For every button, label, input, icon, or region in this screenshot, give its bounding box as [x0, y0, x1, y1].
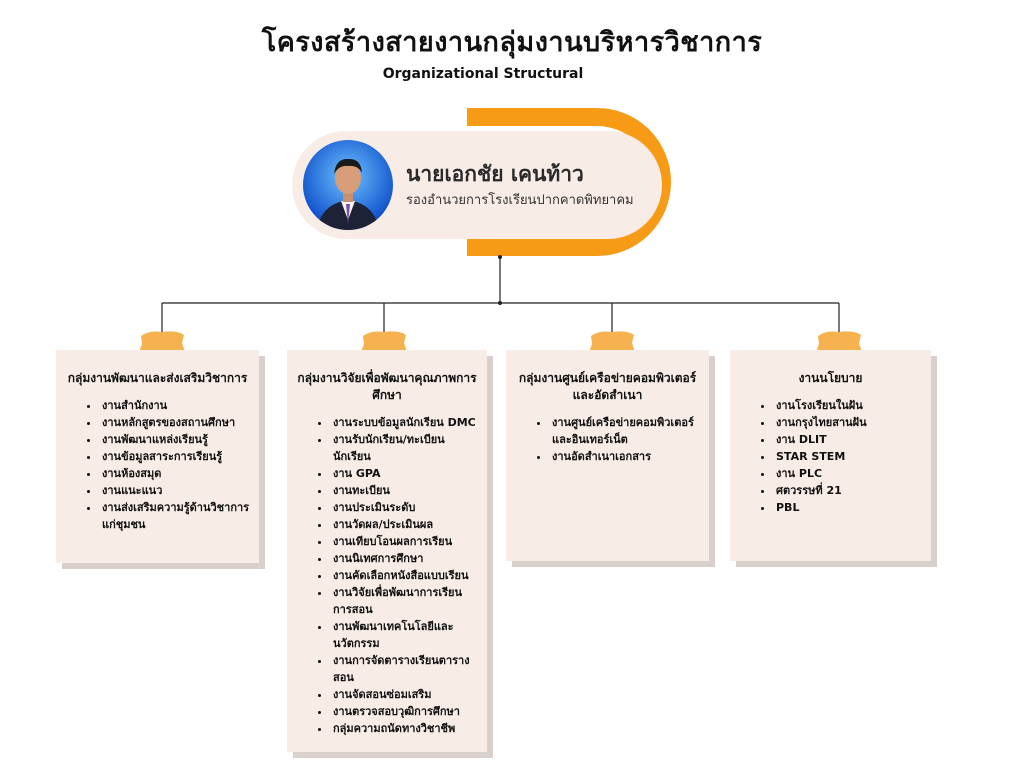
- group-title: กลุ่มงานวิจัยเพื่อพัฒนาคุณภาพการศึกษา: [297, 371, 477, 402]
- list-item: งานพัฒนาเทคโนโลยีและนวัตกรรม: [331, 618, 479, 652]
- group-tab-4: [816, 331, 862, 355]
- group-item-list: งานโรงเรียนในฝัน งานกรุงไทยสานฝัน งาน DL…: [738, 397, 923, 516]
- list-item: งานศูนย์เครือข่ายคอมพิวเตอร์และอินเทอร์เ…: [550, 414, 701, 448]
- group-item-list: งานสำนักงาน งานหลักสูตรของสถานศึกษา งานพ…: [64, 397, 251, 533]
- group-title: กลุ่มงานศูนย์เครือข่ายคอมพิวเตอร์และอัดส…: [518, 371, 697, 402]
- list-item: งานอัดสำเนาเอกสาร: [550, 448, 701, 465]
- list-item: งานการจัดตารางเรียนตารางสอน: [331, 652, 479, 686]
- group-title: งานนโยบาย: [798, 371, 863, 385]
- group-item-list: งานศูนย์เครือข่ายคอมพิวเตอร์และอินเทอร์เ…: [514, 414, 701, 465]
- list-item: งานวัดผล/ประเมินผล: [331, 516, 479, 533]
- list-item: งาน PLC: [774, 465, 923, 482]
- list-item: งานนิเทศการศึกษา: [331, 550, 479, 567]
- list-item: กลุ่มความถนัดทางวิชาชีพ: [331, 720, 479, 737]
- group-tab-1: [139, 331, 185, 355]
- list-item: งานตรวจสอบวุฒิการศึกษา: [331, 703, 479, 720]
- list-item: งานคัดเลือกหนังสือแบบเรียน: [331, 567, 479, 584]
- group-tab-3: [589, 331, 635, 355]
- list-item: งานรับนักเรียน/ทะเบียนนักเรียน: [331, 431, 479, 465]
- list-item: งานวิจัยเพื่อพัฒนาการเรียนการสอน: [331, 584, 479, 618]
- group-card-computer-network: กลุ่มงานศูนย์เครือข่ายคอมพิวเตอร์และอัดส…: [506, 350, 709, 561]
- list-item: งาน GPA: [331, 465, 479, 482]
- list-item: STAR STEM: [774, 448, 923, 465]
- list-item: งานโรงเรียนในฝัน: [774, 397, 923, 414]
- list-item: งานส่งเสริมความรู้ด้านวิชาการแก่ชุมชน: [100, 499, 251, 533]
- list-item: งานหลักสูตรของสถานศึกษา: [100, 414, 251, 431]
- group-title: กลุ่มงานพัฒนาและส่งเสริมวิชาการ: [67, 371, 248, 385]
- list-item: งานเทียบโอนผลการเรียน: [331, 533, 479, 550]
- list-item: งานระบบข้อมูลนักเรียน DMC: [331, 414, 479, 431]
- list-item: งาน DLIT: [774, 431, 923, 448]
- list-item: งานกรุงไทยสานฝัน: [774, 414, 923, 431]
- list-item: งานพัฒนาแหล่งเรียนรู้: [100, 431, 251, 448]
- list-item: งานทะเบียน: [331, 482, 479, 499]
- list-item: งานแนะแนว: [100, 482, 251, 499]
- group-item-list: งานระบบข้อมูลนักเรียน DMC งานรับนักเรียน…: [295, 414, 479, 737]
- head-role: รองอำนวยการโรงเรียนปากคาดพิทยาคม: [406, 193, 634, 208]
- group-card-development: กลุ่มงานพัฒนาและส่งเสริมวิชาการ งานสำนัก…: [56, 350, 259, 563]
- list-item: งานจัดสอนซ่อมเสริม: [331, 686, 479, 703]
- list-item: ศตวรรษที่ 21: [774, 482, 923, 499]
- page-title: โครงสร้างสายงานกลุ่มงานบริหารวิชาการ: [261, 27, 763, 58]
- head-avatar: [303, 140, 393, 230]
- list-item: งานประเมินระดับ: [331, 499, 479, 516]
- list-item: งานสำนักงาน: [100, 397, 251, 414]
- list-item: งานข้อมูลสาระการเรียนรู้: [100, 448, 251, 465]
- group-tab-2: [361, 331, 407, 355]
- list-item: งานห้องสมุด: [100, 465, 251, 482]
- page-subtitle: Organizational Structural: [382, 66, 584, 82]
- head-name: นายเอกชัย เคนท้าว: [406, 162, 584, 186]
- group-card-policy: งานนโยบาย งานโรงเรียนในฝัน งานกรุงไทยสาน…: [730, 350, 931, 561]
- group-card-research: กลุ่มงานวิจัยเพื่อพัฒนาคุณภาพการศึกษา งา…: [287, 350, 487, 752]
- list-item: PBL: [774, 499, 923, 516]
